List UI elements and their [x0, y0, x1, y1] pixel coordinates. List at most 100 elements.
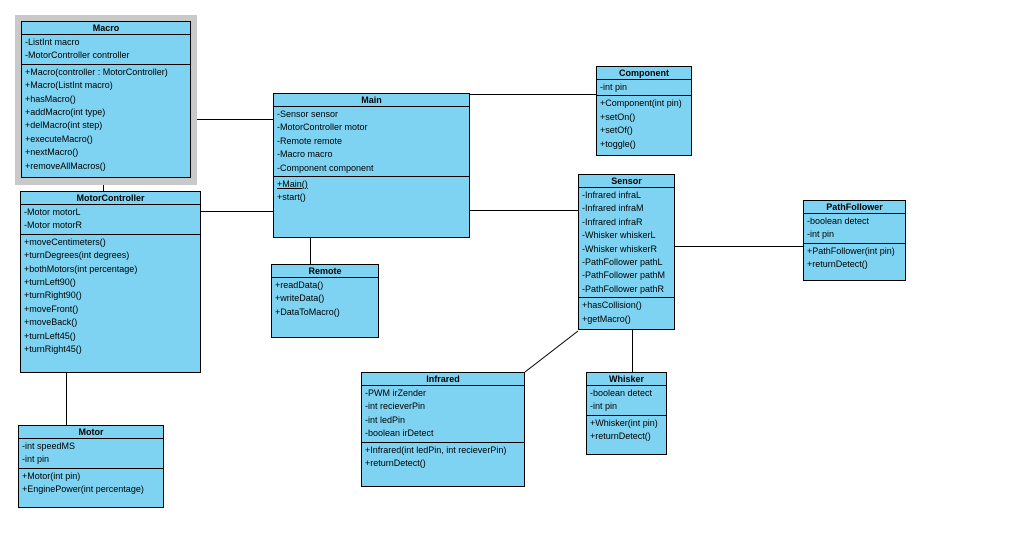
member-row: +setOn() [600, 111, 636, 122]
class-sensor[interactable]: Sensor -Infrared infraL-Infrared infraM-… [578, 174, 675, 330]
member-row: -int ledPin [365, 414, 406, 425]
member-row: -int recieverPin [365, 401, 426, 412]
member-row: -ListInt macro [25, 37, 80, 47]
class-title: Sensor [579, 175, 674, 188]
member-row: +PathFollower(int pin) [807, 245, 895, 256]
methods-compartment: +PathFollower(int pin)+returnDetect() [804, 244, 905, 273]
class-title: Whisker [587, 373, 666, 386]
member-row: +returnDetect() [365, 458, 426, 469]
member-row: +turnLeft90() [24, 277, 76, 288]
member-row: -Sensor sensor [277, 109, 339, 119]
member-row: -Motor motorR [24, 220, 83, 231]
class-pathfollower[interactable]: PathFollower -boolean detect -int pin +Pa… [803, 200, 906, 281]
member-row: +Infrared(int ledPin, int recieverPin) [365, 444, 507, 455]
member-row: -Macro macro [277, 149, 333, 160]
class-title: Motor [19, 426, 163, 439]
member-row: -PathFollower pathM [582, 270, 666, 281]
member-row: -int pin [600, 82, 628, 92]
member-row: -boolean detect [807, 216, 870, 226]
member-row: -MotorController controller [25, 50, 130, 61]
member-row: +bothMotors(int percentage) [24, 263, 138, 274]
class-component[interactable]: Component -int pin +Component(int pin)+s… [596, 66, 692, 156]
member-row: -Infrared infraL [582, 190, 642, 200]
attributes-compartment: -PWM irZender -int recieverPin -int ledPin… [362, 386, 524, 443]
class-whisker[interactable]: Whisker -boolean detect-int pin +Whisker… [586, 372, 667, 455]
member-row: +Main() [277, 179, 308, 190]
member-row: +moveBack() [24, 317, 78, 328]
member-row: +turnLeft45() [24, 330, 76, 341]
class-macro[interactable]: Macro -ListInt macro -MotorController con… [21, 21, 191, 178]
class-motor[interactable]: Motor -int speedMS -int pin +Motor(int pi… [18, 425, 164, 508]
member-row: -PathFollower pathR [582, 283, 665, 294]
member-row: -int speedMS [22, 441, 76, 451]
member-row: +returnDetect() [590, 431, 651, 442]
member-row: +hasCollision() [582, 300, 642, 311]
member-row: +Macro(controller : MotorController) [25, 66, 168, 77]
member-row: -Remote remote [277, 135, 343, 146]
class-infrared[interactable]: Infrared -PWM irZender -int recieverPin -i… [361, 372, 525, 487]
attributes-compartment: -Infrared infraL -Infrared infraM -Infrare… [579, 188, 674, 299]
methods-compartment: +Main() +start() [274, 177, 469, 206]
member-row: +Motor(int pin) [22, 470, 81, 481]
member-row: -Infrared infraM [582, 203, 644, 214]
member-row: +turnDegrees(int degrees) [24, 250, 130, 261]
member-row: +turnRight90() [24, 290, 82, 301]
member-row: -Component component [277, 162, 374, 173]
member-row: +writeData() [275, 293, 325, 304]
methods-compartment: +hasCollision() +getMacro() [579, 298, 674, 327]
member-row: -int pin [807, 229, 835, 240]
class-title: MotorController [21, 192, 200, 205]
class-title: PathFollower [804, 201, 905, 214]
member-row: +hasMacro() [25, 93, 76, 104]
attributes-compartment: -ListInt macro -MotorController controlle… [22, 35, 190, 65]
member-row: -boolean irDetect [365, 428, 434, 439]
member-row: +turnRight45() [24, 344, 82, 355]
class-title: Remote [272, 265, 378, 278]
methods-compartment: +Motor(int pin) +EnginePower(int percenta… [19, 469, 163, 498]
member-row: -PWM irZender [365, 388, 427, 398]
attributes-compartment: -boolean detect-int pin [587, 386, 666, 416]
member-row: -int pin [590, 401, 618, 412]
member-row: +readData() [275, 280, 324, 290]
attributes-compartment: -int pin [597, 80, 691, 97]
member-row: -MotorController motor [277, 122, 368, 133]
methods-compartment: +moveCentimeters() +turnDegrees(int degre… [21, 235, 200, 358]
attributes-compartment: -Motor motorL -Motor motorR [21, 205, 200, 235]
methods-compartment: +Whisker(int pin) +returnDetect() [587, 416, 666, 445]
member-row: +executeMacro() [25, 133, 93, 144]
attributes-compartment: -int speedMS -int pin [19, 439, 163, 469]
member-row: -int pin [22, 454, 50, 465]
member-row: +Macro(ListInt macro) [25, 80, 113, 91]
member-row: +start() [277, 192, 306, 203]
member-row: +setOf() [600, 125, 633, 136]
member-row: +Whisker(int pin) [590, 417, 658, 428]
member-row: +moveFront() [24, 303, 79, 314]
methods-compartment: +readData() +writeData() +DataToMacro() [272, 278, 378, 320]
member-row: +EnginePower(int percentage) [22, 484, 144, 495]
connector-sensor-infrared[interactable] [524, 330, 579, 373]
attributes-compartment: -boolean detect -int pin [804, 214, 905, 244]
member-row: -PathFollower pathL [582, 257, 663, 268]
class-title: Main [274, 94, 469, 107]
methods-compartment: +Component(int pin) +setOn() +setOf() +togg… [597, 96, 691, 152]
member-row: +moveCentimeters() [24, 236, 106, 247]
member-row: +removeAllMacros() [25, 160, 106, 171]
member-row: +toggle() [600, 138, 636, 149]
methods-compartment: +Macro(controller : MotorController) +Mac… [22, 65, 190, 174]
class-title: Macro [22, 22, 190, 35]
member-row: +addMacro(int type) [25, 107, 106, 118]
class-title: Infrared [362, 373, 524, 386]
member-row: +DataToMacro() [275, 306, 340, 317]
methods-compartment: +Infrared(int ledPin, int recieverPin) +r… [362, 443, 524, 472]
class-motorcontroller[interactable]: MotorController -Motor motorL-Motor moto… [20, 191, 201, 373]
class-main[interactable]: Main -Sensor sensor -MotorController moto… [273, 93, 470, 238]
member-row: -Whisker whiskerR [582, 243, 658, 254]
class-remote[interactable]: Remote +readData() +writeData() +DataToMac… [271, 264, 379, 338]
member-row: -Infrared infraR [582, 216, 643, 227]
member-row: +getMacro() [582, 313, 631, 324]
member-row: +Component(int pin) [600, 98, 682, 109]
member-row: +delMacro(int step) [25, 120, 103, 131]
member-row: -Motor motorL [24, 207, 81, 217]
